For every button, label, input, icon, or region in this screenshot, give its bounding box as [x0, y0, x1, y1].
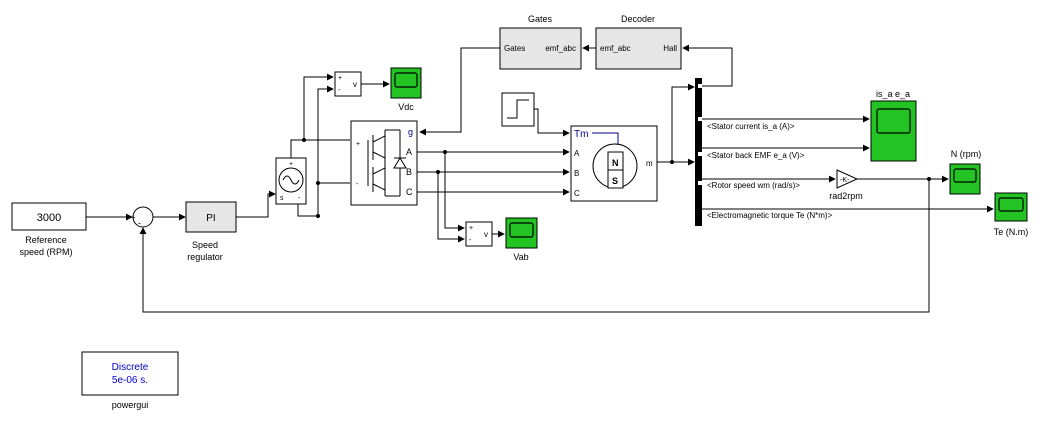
vdc-scope-label: Vdc	[398, 102, 414, 112]
reference-value: 3000	[37, 212, 61, 224]
powergui-block[interactable]: Discrete 5e-06 s.	[81, 351, 179, 396]
inverter-block[interactable]: g A B C + -	[350, 120, 418, 206]
isa-ea-scope[interactable]	[870, 100, 917, 162]
dc-source-s: s	[280, 195, 284, 202]
motor-port-tm: Tm	[574, 129, 588, 140]
vdc-sensor-minus: -	[338, 87, 341, 94]
sum-minus-sign: -	[138, 218, 141, 228]
vab-sensor-plus: +	[469, 225, 473, 232]
gates-in-port: Gates	[504, 44, 525, 53]
powergui-label: powergui	[112, 400, 149, 410]
pi-block[interactable]: PI	[185, 201, 237, 233]
motor-port-a: A	[574, 149, 580, 158]
pi-label-1: Speed	[192, 240, 218, 250]
bus-signal-stator-current: <Stator current is_a (A)>	[707, 122, 795, 131]
dc-source-minus: -	[298, 195, 301, 202]
gates-block[interactable]: Gates emf_abc	[499, 27, 582, 70]
gain-block[interactable]: -K-	[836, 169, 859, 189]
bus-selector[interactable]	[695, 78, 702, 226]
gates-title: Gates	[528, 14, 553, 24]
vab-scope-label: Vab	[513, 252, 528, 262]
n-rpm-scope[interactable]	[949, 163, 981, 195]
powergui-line-1: Discrete	[112, 362, 149, 373]
te-scope[interactable]	[994, 192, 1028, 222]
decoder-title: Decoder	[621, 14, 655, 24]
inverter-port-b: B	[406, 167, 412, 177]
bus-signal-rotor-speed: <Rotor speed wm (rad/s)>	[707, 181, 800, 190]
inverter-minus: -	[356, 181, 359, 188]
motor-pole-s: S	[612, 176, 618, 186]
n-rpm-scope-label: N (rpm)	[951, 149, 982, 159]
gates-out-port: emf_abc	[545, 44, 576, 53]
inverter-plus: +	[356, 141, 360, 148]
dc-source-block[interactable]: + s -	[275, 157, 307, 205]
gain-k-text: -K-	[840, 177, 850, 184]
reference-label-2: speed (RPM)	[19, 247, 72, 257]
dc-source-plus: +	[289, 161, 293, 168]
motor-port-c: C	[574, 189, 580, 198]
inverter-port-c: C	[406, 187, 413, 197]
wires	[86, 44, 994, 313]
sum-block[interactable]: + -	[131, 206, 154, 228]
motor-block[interactable]: N S Tm A B C m	[570, 125, 658, 202]
vab-sensor-minus: -	[469, 237, 472, 244]
motor-port-b: B	[574, 169, 579, 178]
vdc-sensor-plus: +	[338, 75, 342, 82]
inverter-port-g: g	[408, 127, 413, 137]
motor-pole-n: N	[612, 158, 619, 168]
vab-scope[interactable]	[505, 217, 538, 249]
gain-label: rad2rpm	[829, 191, 863, 201]
reference-constant-block[interactable]: 3000	[11, 202, 87, 231]
pi-text: PI	[206, 213, 215, 224]
decoder-out-port: Hall	[663, 44, 677, 53]
reference-label-1: Reference	[25, 235, 67, 245]
powergui-line-2: 5e-06 s.	[112, 375, 148, 386]
vdc-sensor-block[interactable]: + - v	[334, 71, 362, 97]
vdc-sensor-v: v	[353, 80, 357, 89]
decoder-block[interactable]: emf_abc Hall	[595, 27, 682, 70]
decoder-in-port: emf_abc	[600, 44, 631, 53]
vdc-scope[interactable]	[390, 67, 422, 99]
te-scope-label: Te (N.m)	[994, 227, 1029, 237]
isa-ea-scope-label: is_a e_a	[876, 89, 910, 99]
bus-signal-torque: <Electromagnetic torque Te (N*m)>	[707, 211, 833, 220]
vab-sensor-v: v	[484, 230, 488, 239]
sum-plus-sign: +	[131, 213, 136, 222]
vab-sensor-block[interactable]: + - v	[465, 221, 493, 247]
bus-signal-back-emf: <Stator back EMF e_a (V)>	[707, 151, 805, 160]
motor-port-m: m	[646, 159, 653, 168]
inverter-port-a: A	[406, 147, 412, 157]
pi-label-2: regulator	[187, 252, 223, 262]
step-block[interactable]	[501, 92, 535, 127]
